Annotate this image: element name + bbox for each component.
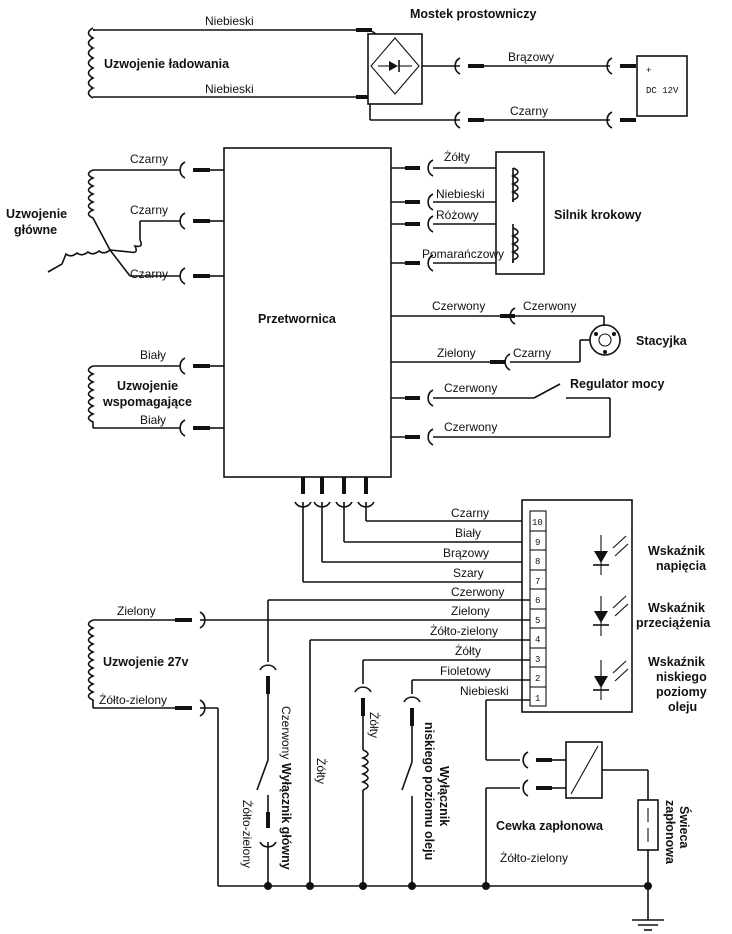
spark-plug-label-1: Świeca <box>677 806 692 849</box>
panel-harness: Czarny Biały Brązowy Szary <box>294 477 530 583</box>
wire-label-brown-dc: Brązowy <box>508 50 554 64</box>
ignition-coil-label: Cewka zapłonowa <box>496 819 604 833</box>
wire-label-orange-step: Pomarańczowy <box>422 247 504 261</box>
wire-label-blue-top: Niebieski <box>205 14 254 28</box>
main-coil-label-2: główne <box>14 223 57 237</box>
spark-plug <box>637 799 659 851</box>
wire-label-vertical-red: Czerwony <box>279 706 293 759</box>
voltage-indicator-label-2: napięcia <box>656 559 707 573</box>
aux-coil-label-2: wspomagające <box>102 395 192 409</box>
wire-label-red-power: Czerwony <box>444 381 497 395</box>
overload-indicator-label-2: przeciążenia <box>636 616 711 630</box>
pin-2: 2 <box>535 674 540 684</box>
indicator-panel: 10 9 8 7 6 5 4 3 2 1 <box>521 499 711 714</box>
pin-10: 10 <box>532 518 543 528</box>
wire-label-pink-step: Różowy <box>436 208 479 222</box>
wire-label-panel-brown: Brązowy <box>443 546 489 560</box>
dc-value-label: DC 12V <box>646 86 679 96</box>
wire-label-panel-yellow: Żółty <box>455 644 481 658</box>
wire-label-vertical-yellow-1: Żółty <box>314 758 328 784</box>
wire-label-white-1: Biały <box>140 348 166 362</box>
pin-7: 7 <box>535 577 540 587</box>
rectifier-title: Mostek prostowniczy <box>410 7 536 21</box>
wire-label-blue-bottom: Niebieski <box>205 82 254 96</box>
pin-4: 4 <box>535 635 540 645</box>
wire-label-vertical-yellow-2: Żółty <box>367 712 381 738</box>
wire-label-panel-yellow-green: Żółto-zielony <box>430 624 498 638</box>
wire-label-black-3: Czarny <box>130 267 168 281</box>
inverter-box <box>223 147 392 478</box>
oil-led-icon <box>593 660 629 700</box>
indicator-panel-box <box>521 499 633 713</box>
wire-label-red-a: Czerwony <box>432 299 485 313</box>
dc-12v-output <box>636 55 688 117</box>
overload-led-icon <box>593 595 629 636</box>
wire-label-red-power-2: Czerwony <box>444 420 497 434</box>
wire-label-yellow-step: Żółty <box>444 150 470 164</box>
lower-harness: Czerwony Zielony Żółto-zielony Żółty Fio… <box>93 585 530 886</box>
oil-indicator-label-3: poziomy <box>656 685 707 699</box>
pin-3: 3 <box>535 655 540 665</box>
wire-label-coil27-yellow-green: Żółto-zielony <box>99 693 167 707</box>
overload-indicator-label-1: Wskaźnik <box>648 601 705 615</box>
rectifier-bridge <box>367 33 423 105</box>
oil-switch-label-2: niskiego poziomu oleju <box>422 722 436 860</box>
wire-label-panel-white: Biały <box>455 526 481 540</box>
pin-9: 9 <box>535 538 540 548</box>
wire-label-white-2: Biały <box>140 413 166 427</box>
pin-8: 8 <box>535 557 540 567</box>
oil-switch-label-1: Wyłącznik <box>437 766 451 826</box>
stepper-motor: Żółty Niebieski Różowy Pomarańczowy Siln… <box>391 150 642 275</box>
aux-coil: Biały Biały Uzwojenie wspomagające <box>87 348 224 437</box>
stepper-label: Silnik krokowy <box>554 208 642 222</box>
wire-label-bottom-yellow-green: Żółto-zielony <box>500 851 568 865</box>
pin-5: 5 <box>535 616 540 626</box>
ground-bus <box>218 882 652 890</box>
voltage-indicator-label-1: Wskaźnik <box>648 544 705 558</box>
wire-label-red-b: Czerwony <box>523 299 576 313</box>
wire-label-panel-red: Czerwony <box>451 585 504 599</box>
oil-indicator-label-2: niskiego <box>656 670 707 684</box>
wire-label-panel-violet: Fioletowy <box>440 664 491 678</box>
wire-label-green-switch: Zielony <box>437 346 476 360</box>
aux-coil-label-1: Uzwojenie <box>117 379 178 393</box>
wire-label-panel-blue: Niebieski <box>460 684 509 698</box>
wire-label-coil27-green: Zielony <box>117 604 156 618</box>
main-switch-label: Wyłącznik główny <box>279 763 293 870</box>
voltage-led-icon <box>593 535 629 575</box>
main-coil-label-1: Uzwojenie <box>6 207 67 221</box>
coil-27v: Zielony Uzwojenie 27v Żółto-zielony <box>87 604 219 886</box>
wire-label-panel-gray: Szary <box>453 566 484 580</box>
wire-label-black-dc: Czarny <box>510 104 548 118</box>
ignition-switch-label: Stacyjka <box>636 334 688 348</box>
power-regulator-label: Regulator mocy <box>570 377 665 391</box>
pin-6: 6 <box>535 596 540 606</box>
ignition-coil: Cewka zapłonowa Świeca zapłonowa Żółto-z… <box>485 741 692 931</box>
wire-label-blue-step: Niebieski <box>436 187 485 201</box>
wire-label-panel-black: Czarny <box>451 506 489 520</box>
charge-coil-label: Uzwojenie ładowania <box>104 57 230 71</box>
inverter-label: Przetwornica <box>258 312 337 326</box>
wire-label-panel-green: Zielony <box>451 604 490 618</box>
oil-indicator-label-4: oleju <box>668 700 697 714</box>
spark-plug-label-2: zapłonowa <box>663 800 677 865</box>
charging-circuit: + DC 12V Niebieski Niebieski Mostek pros… <box>87 7 688 129</box>
main-coil: Czarny Czarny Czarny Uzwojenie główne <box>6 152 224 285</box>
power-regulator: Czerwony Czerwony Regulator mocy <box>391 377 665 446</box>
oil-indicator-label-1: Wskaźnik <box>648 655 705 669</box>
stepper-box <box>495 151 545 275</box>
wire-label-black-2: Czarny <box>130 203 168 217</box>
wire-label-black-1: Czarny <box>130 152 168 166</box>
dc-plus-label: + <box>646 66 651 76</box>
ignition-switch: Czerwony Czerwony Zielony Czarny Stacyjk… <box>391 299 688 371</box>
pin-1: 1 <box>535 694 540 704</box>
wire-label-black-switch: Czarny <box>513 346 551 360</box>
coil-27v-label: Uzwojenie 27v <box>103 655 188 669</box>
wire-label-vertical-yellow-green: Żółto-zielony <box>240 800 254 868</box>
